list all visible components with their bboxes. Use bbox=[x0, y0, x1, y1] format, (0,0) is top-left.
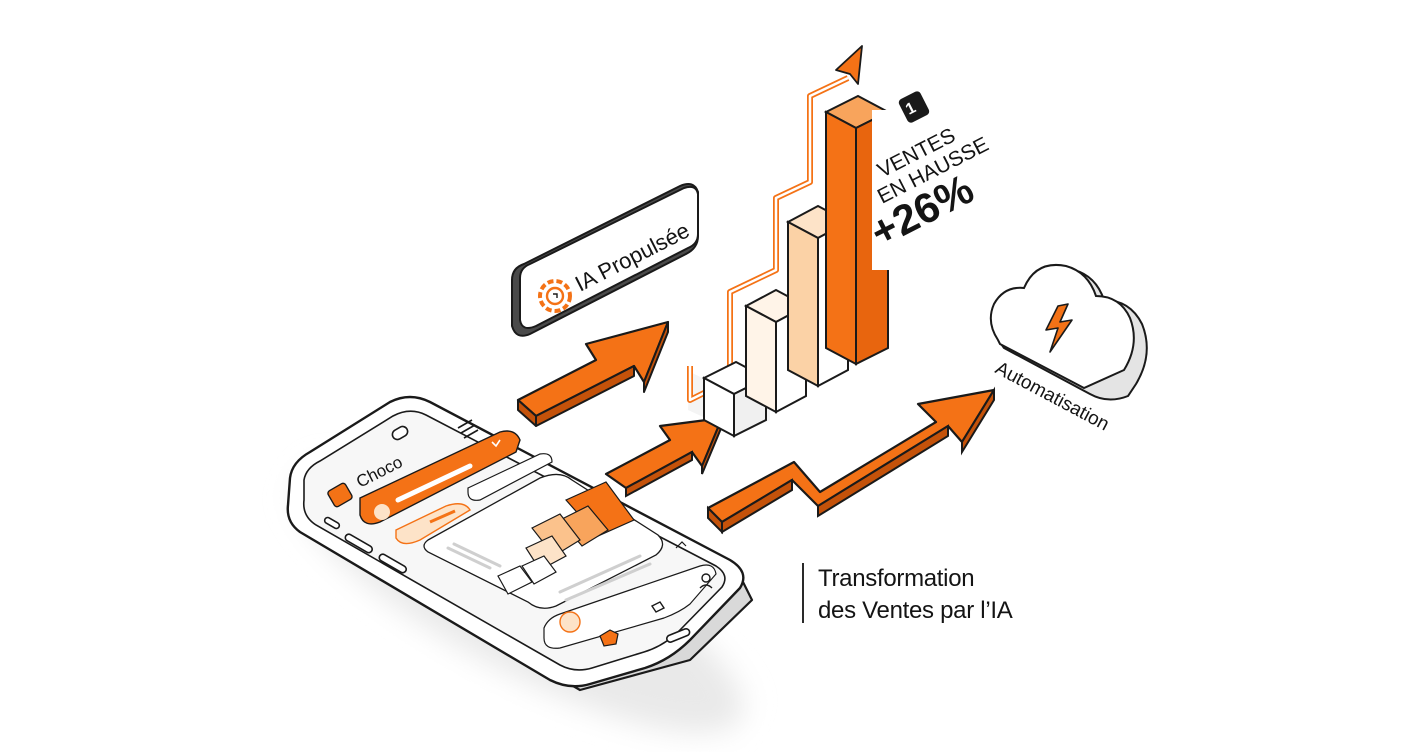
caption: Transformation des Ventes par l’IA bbox=[802, 563, 1013, 624]
arrow-middle bbox=[604, 416, 724, 498]
caption-line-2: des Ventes par l’IA bbox=[818, 597, 1013, 624]
lightning-icon bbox=[1045, 303, 1073, 353]
gear-ai-icon bbox=[538, 279, 572, 313]
chevron-down-icon bbox=[491, 439, 501, 448]
search-field[interactable] bbox=[467, 453, 553, 501]
arrow-lower bbox=[706, 386, 996, 535]
cart-icon[interactable] bbox=[650, 601, 666, 613]
home-icon[interactable] bbox=[599, 629, 619, 647]
sales-bar-chart bbox=[687, 45, 891, 438]
ai-badge: IA Propulsée bbox=[511, 183, 699, 337]
app-logo-icon bbox=[327, 482, 353, 508]
chevron-up-icon bbox=[675, 541, 687, 549]
phone: Choco bbox=[286, 395, 754, 733]
rank-badge bbox=[898, 91, 930, 123]
caption-line-1: Transformation bbox=[818, 565, 975, 592]
automation-cloud: Automatisation bbox=[989, 264, 1148, 435]
user-icon[interactable] bbox=[701, 573, 711, 583]
menu-icon[interactable] bbox=[457, 419, 479, 439]
sales-callout: 1 VENTES EN HAUSSE +26% bbox=[863, 91, 992, 270]
arrow-upper bbox=[516, 320, 670, 427]
